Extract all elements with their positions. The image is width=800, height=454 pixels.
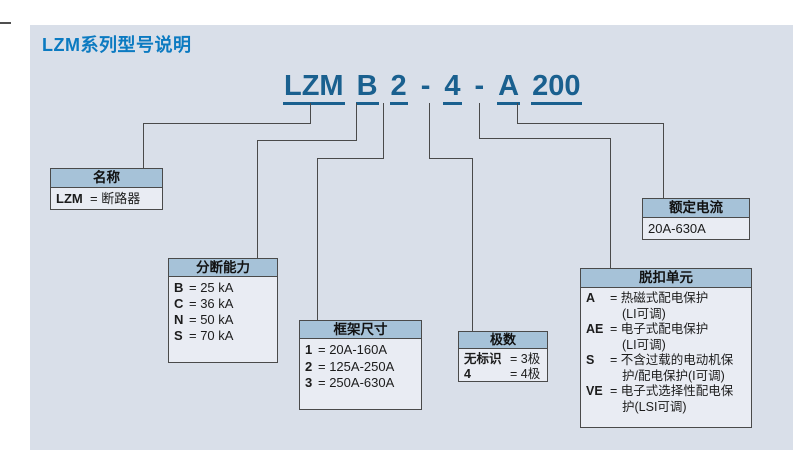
code-value: B	[174, 280, 184, 295]
trip-unit-box-body: A = 热磁式配电保护 (LI可调) AE = 电子式配电保护 (LI可调) S…	[581, 288, 751, 417]
line-segment	[517, 103, 518, 124]
rated-current-box: 额定电流 20A-630A	[642, 198, 750, 240]
name-box-body: LZM = 断路器	[51, 188, 162, 209]
model-segment-trip-unit: A	[497, 71, 521, 106]
line-segment	[663, 123, 664, 198]
line-segment	[317, 158, 318, 320]
definition-row: VE = 电子式选择性配电保	[586, 384, 746, 400]
line-segment	[429, 103, 430, 159]
code-meaning: = 25 kA	[189, 280, 234, 295]
definition-row: AE = 电子式配电保护	[586, 322, 746, 338]
definition-row: 20A-630A	[648, 221, 744, 237]
trip-unit-box: 脱扣单元 A = 热磁式配电保护 (LI可调) AE = 电子式配电保护 (LI…	[580, 268, 752, 428]
trip-unit-box-title: 脱扣单元	[581, 269, 751, 288]
line-segment	[472, 158, 473, 331]
line-segment	[479, 138, 611, 139]
code-value: S	[174, 328, 183, 343]
code-value: N	[174, 312, 184, 327]
poles-box-body: 无标识 = 3极 4 = 4极	[459, 349, 547, 384]
section-title: LZM系列型号说明	[42, 35, 192, 55]
definition-row: B = 25 kA	[174, 280, 272, 296]
breaking-capacity-box-title: 分断能力	[169, 259, 277, 277]
code-meaning: = 电子式选择性配电保	[610, 384, 734, 398]
frame-size-box: 框架尺寸 1 = 20A-160A 2 = 125A-250A 3 = 250A…	[299, 320, 422, 410]
code-meaning: = 不含过载的电动机保	[610, 353, 734, 367]
line-segment	[257, 140, 258, 258]
line-segment	[310, 103, 311, 124]
frame-size-box-body: 1 = 20A-160A 2 = 125A-250A 3 = 250A-630A	[300, 339, 421, 394]
frame-size-box-title: 框架尺寸	[300, 321, 421, 339]
breaking-capacity-box: 分断能力 B = 25 kA C = 36 kA N = 50 kA S = 7…	[168, 258, 278, 363]
page-edge-tick	[0, 22, 11, 24]
code-value: 4	[464, 367, 471, 381]
line-segment	[383, 103, 384, 159]
code-meaning: = 热磁式配电保护	[610, 291, 709, 305]
definition-row: S = 70 kA	[174, 328, 272, 344]
code-value: LZM	[56, 191, 83, 206]
code-value: S	[586, 353, 595, 367]
code-value: C	[174, 296, 184, 311]
line-segment	[479, 103, 480, 139]
code-meaning: = 36 kA	[189, 296, 234, 311]
code-meaning: = 70 kA	[189, 328, 234, 343]
code-meaning: = 250A-630A	[318, 375, 395, 390]
code-value: 1	[305, 342, 313, 357]
line-segment	[429, 158, 473, 159]
model-segment-breaking: B	[355, 71, 379, 106]
model-segment-rated-current: 200	[531, 71, 582, 106]
model-segment-series: LZM	[283, 71, 345, 106]
code-meaning: = 4极	[510, 367, 541, 381]
definition-row: 2 = 125A-250A	[305, 359, 416, 376]
definition-row: S = 不含过载的电动机保	[586, 353, 746, 369]
code-meaning: = 3极	[510, 352, 541, 366]
definition-row-continuation: 护/配电保护(I可调)	[622, 368, 725, 383]
line-segment	[610, 138, 611, 268]
line-segment	[356, 103, 357, 141]
code-meaning: = 20A-160A	[318, 342, 388, 357]
code-meaning: = 50 kA	[189, 312, 234, 327]
definition-row-continuation: (LI可调)	[622, 306, 666, 321]
code-meaning: 20A-630A	[648, 221, 706, 236]
rated-current-box-body: 20A-630A	[643, 218, 749, 239]
model-separator-dash: -	[420, 70, 431, 102]
definition-row: 1 = 20A-160A	[305, 342, 416, 359]
definition-row: 4 = 4极	[464, 367, 542, 382]
line-segment	[317, 158, 384, 159]
name-box: 名称 LZM = 断路器	[50, 168, 163, 210]
definition-row: 无标识 = 3极	[464, 352, 542, 367]
definition-row: N = 50 kA	[174, 312, 272, 328]
line-segment	[143, 123, 311, 124]
breaking-capacity-box-body: B = 25 kA C = 36 kA N = 50 kA S = 70 kA	[169, 277, 277, 346]
rated-current-box-title: 额定电流	[643, 199, 749, 218]
poles-box: 极数 无标识 = 3极 4 = 4极	[458, 331, 548, 382]
code-value: VE	[586, 384, 603, 398]
definition-row-continuation: (LI可调)	[622, 337, 666, 352]
code-value: 2	[305, 358, 313, 374]
code-value: 无标识	[464, 352, 502, 366]
line-segment	[257, 140, 357, 141]
code-meaning: = 电子式配电保护	[610, 322, 709, 336]
definition-row: A = 热磁式配电保护	[586, 291, 746, 307]
line-segment	[143, 123, 144, 168]
code-meaning: = 125A-250A	[318, 358, 395, 374]
code-value: AE	[586, 322, 604, 336]
name-box-title: 名称	[51, 169, 162, 188]
model-number: LZM B 2 - 4 - A 200	[283, 70, 582, 106]
code-meaning: = 断路器	[90, 191, 141, 206]
model-segment-frame: 2	[389, 71, 408, 106]
poles-box-title: 极数	[459, 332, 547, 349]
code-value: 3	[305, 375, 313, 390]
model-segment-poles: 4	[443, 71, 462, 106]
definition-row-continuation: 护(LSI可调)	[622, 399, 687, 414]
line-segment	[517, 123, 664, 124]
definition-row: C = 36 kA	[174, 296, 272, 312]
definition-row: LZM = 断路器	[56, 191, 157, 207]
code-value: A	[586, 291, 596, 305]
model-separator-dash: -	[474, 70, 485, 102]
definition-row: 3 = 250A-630A	[305, 375, 416, 392]
